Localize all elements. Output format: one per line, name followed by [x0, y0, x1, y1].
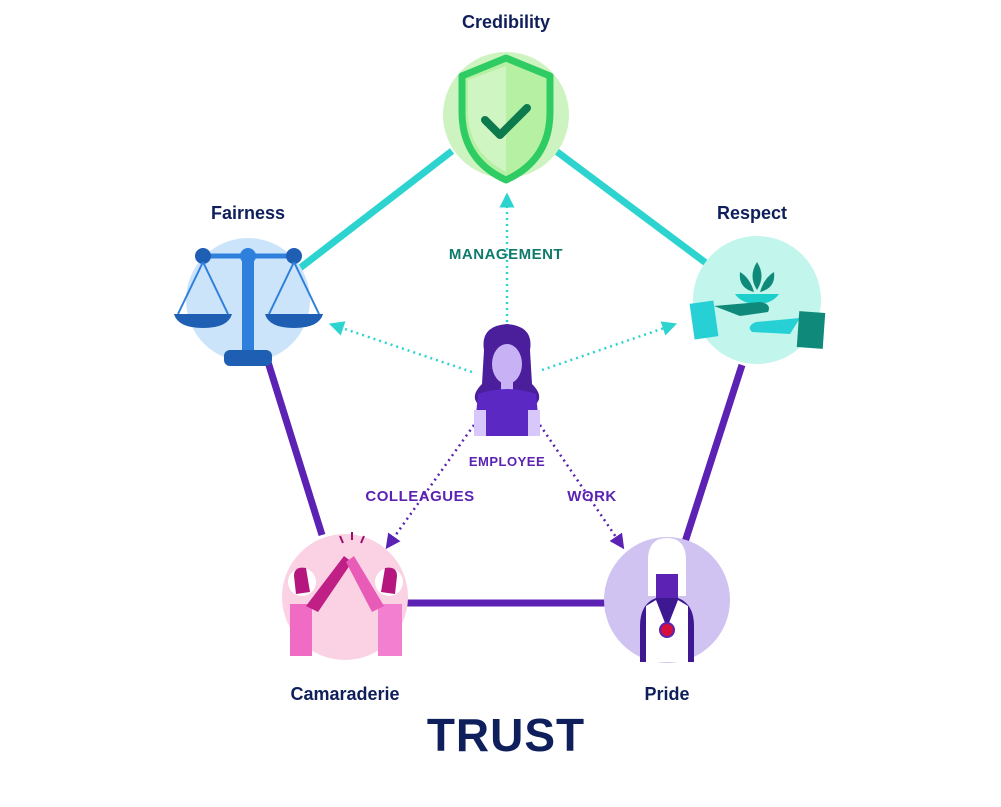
node-label-camaraderie: Camaraderie: [290, 684, 400, 704]
lotus-hands-icon: [689, 262, 826, 349]
node-pride: [604, 537, 730, 663]
arrow-respect: [541, 321, 678, 372]
node-label-pride: Pride: [644, 684, 690, 704]
edge-credibility-fairness: [297, 148, 455, 271]
node-label-respect: Respect: [716, 203, 788, 223]
node-respect: [689, 236, 826, 364]
arrow-colleagues: [385, 424, 476, 550]
center-label-employee: EMPLOYEE: [468, 454, 546, 469]
node-credibility: [443, 52, 569, 184]
arrow-work: [538, 424, 625, 550]
woman-icon: [474, 324, 540, 436]
edge-respect-pride: [680, 363, 746, 547]
edge-fairness-camaraderie: [264, 360, 326, 537]
employee-figure: [474, 324, 540, 436]
arrow-fairness: [328, 321, 473, 374]
diagram-title: TRUST: [426, 709, 586, 761]
node-label-credibility: Credibility: [461, 12, 551, 32]
medal-person-icon: [640, 538, 694, 662]
relation-label-colleagues: COLLEAGUES: [365, 488, 475, 505]
scales-icon: [174, 248, 323, 366]
relation-label-work: WORK: [567, 488, 617, 505]
shield-check-icon: [458, 54, 554, 184]
node-label-fairness: Fairness: [210, 203, 286, 223]
relation-label-management: MANAGEMENT: [448, 246, 564, 263]
node-fairness: [174, 238, 323, 366]
node-camaraderie: [282, 532, 408, 660]
edge-credibility-respect: [553, 148, 709, 266]
high-five-icon: [288, 532, 403, 656]
